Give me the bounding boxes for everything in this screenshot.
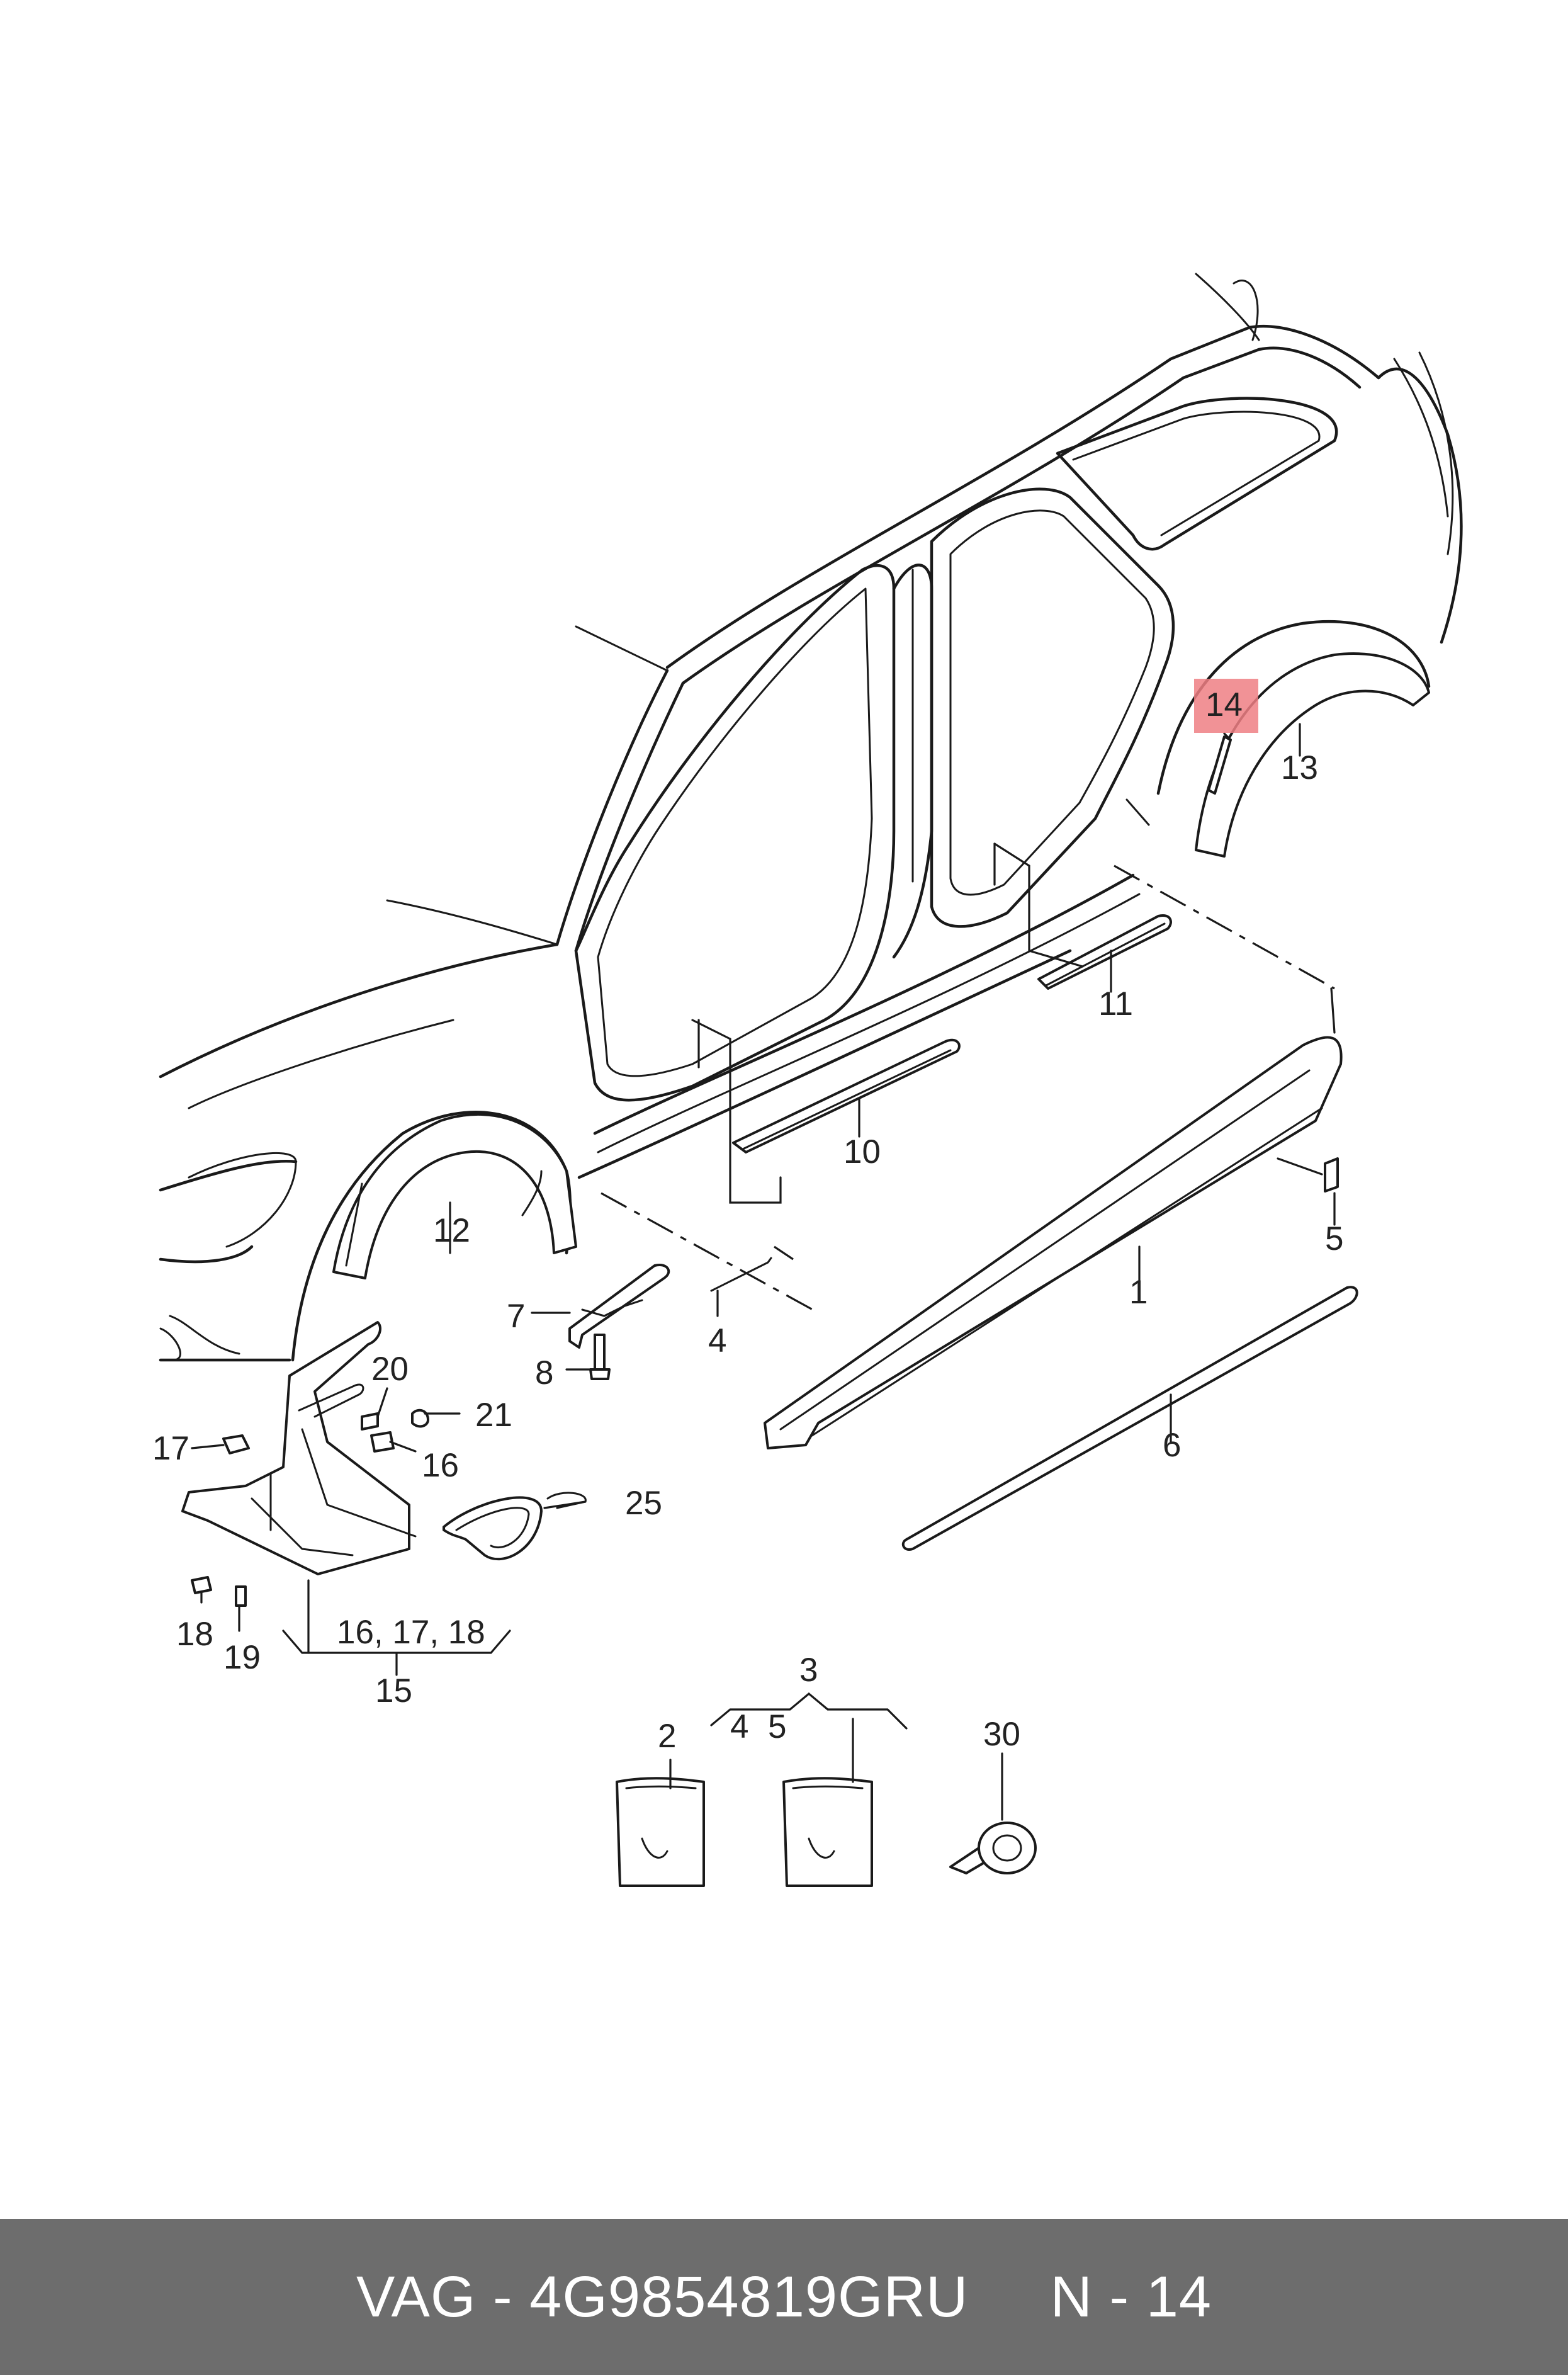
callout-6: 6 xyxy=(1163,1427,1181,1464)
nut-16 xyxy=(370,1431,395,1453)
sill-plate-10 xyxy=(732,1038,961,1153)
tag-5 xyxy=(1324,1157,1339,1193)
callout-16: 16 xyxy=(422,1447,459,1484)
callout-4b: 4 xyxy=(730,1708,748,1745)
callout-12: 12 xyxy=(433,1212,470,1249)
callout-4: 4 xyxy=(708,1322,726,1359)
clip-18 xyxy=(191,1576,212,1594)
parts-diagram: 1 2 3 4 4 5 5 6 7 8 10 11 12 13 14 15 16… xyxy=(152,273,1463,1887)
sill-cover-1 xyxy=(764,1036,1343,1449)
callout-1: 1 xyxy=(1129,1274,1148,1311)
clip-17 xyxy=(222,1434,250,1454)
callout-5: 5 xyxy=(1325,1220,1343,1257)
dash-lines xyxy=(601,864,1335,1314)
callout-10: 10 xyxy=(843,1133,881,1170)
screw-19 xyxy=(235,1585,247,1607)
callout-2: 2 xyxy=(658,1718,676,1755)
callout-17: 17 xyxy=(152,1430,189,1467)
page-reference-label: N - 14 xyxy=(1050,2264,1212,2329)
callout-13: 13 xyxy=(1281,749,1318,786)
callout-11: 11 xyxy=(1098,985,1133,1023)
callout-7: 7 xyxy=(507,1298,525,1335)
bracket-25 xyxy=(443,1496,543,1561)
leader-lines xyxy=(191,723,1336,1821)
callout-19: 19 xyxy=(223,1639,261,1676)
sill-plate-11 xyxy=(1037,914,1172,990)
callout-8: 8 xyxy=(535,1354,553,1392)
callout-30: 30 xyxy=(983,1716,1020,1753)
callout-15: 15 xyxy=(375,1672,412,1709)
callout-14: 14 xyxy=(1205,686,1243,723)
clip-21 xyxy=(411,1409,429,1428)
parts xyxy=(181,735,1358,1887)
callout-18: 18 xyxy=(176,1616,213,1653)
wheel-housing-liner-15 xyxy=(181,1321,410,1575)
bag-3 xyxy=(782,1777,873,1887)
highlight-box xyxy=(1194,679,1258,733)
callout-21: 21 xyxy=(475,1397,512,1434)
bag-2 xyxy=(616,1777,705,1887)
callout-5b: 5 xyxy=(768,1708,786,1745)
wire-rod-4 xyxy=(710,1257,772,1292)
bracket-7 xyxy=(568,1264,670,1349)
trim-strip-6 xyxy=(901,1286,1358,1551)
part-number-label: VAG - 4G9854819GRU xyxy=(356,2264,969,2329)
footer-bar: VAG - 4G9854819GRU N - 14 xyxy=(0,2219,1568,2375)
clip-20 xyxy=(361,1412,379,1431)
callout-25: 25 xyxy=(625,1485,662,1522)
callout-group-16-17-18: 16, 17, 18 xyxy=(337,1614,485,1651)
callout-labels: 1 2 3 4 4 5 5 6 7 8 10 11 12 13 14 15 16… xyxy=(152,686,1343,1755)
vehicle-body-outline xyxy=(159,273,1463,1362)
callout-20: 20 xyxy=(371,1351,409,1388)
screw-8 xyxy=(594,1334,606,1371)
callout-3: 3 xyxy=(799,1652,818,1689)
